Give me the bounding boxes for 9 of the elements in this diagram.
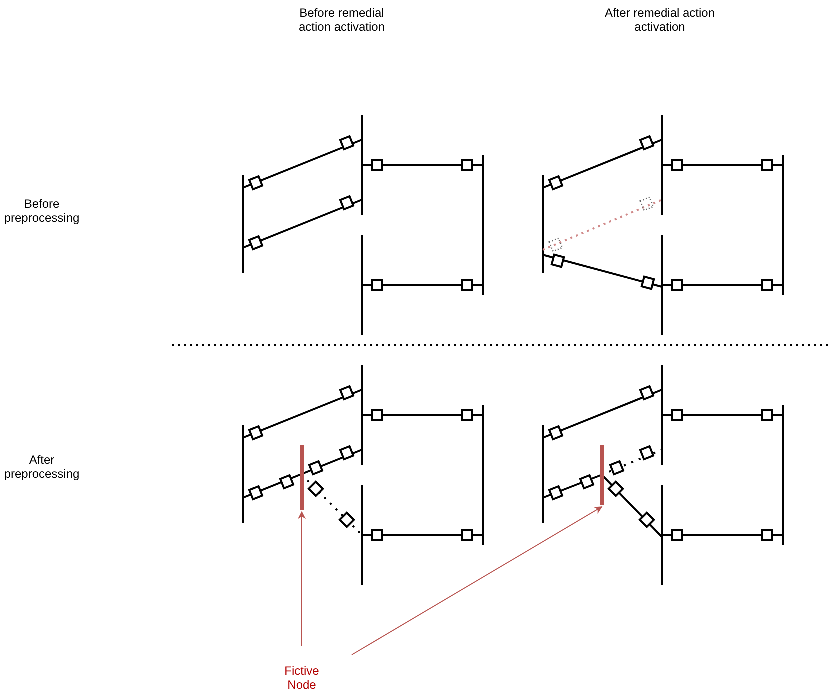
fictive-node-bar xyxy=(300,445,304,510)
row-heading: Before preprocessing xyxy=(3,197,81,225)
column-heading: After remedial action activation xyxy=(604,6,716,34)
fictive-node-bar xyxy=(600,445,604,505)
node-label: Fictive Node xyxy=(270,664,334,692)
column-heading: Before remedial action activation xyxy=(298,6,386,34)
leader-arrow xyxy=(298,511,306,646)
row-heading: After preprocessing xyxy=(3,453,81,481)
leader-arrow xyxy=(352,506,603,656)
